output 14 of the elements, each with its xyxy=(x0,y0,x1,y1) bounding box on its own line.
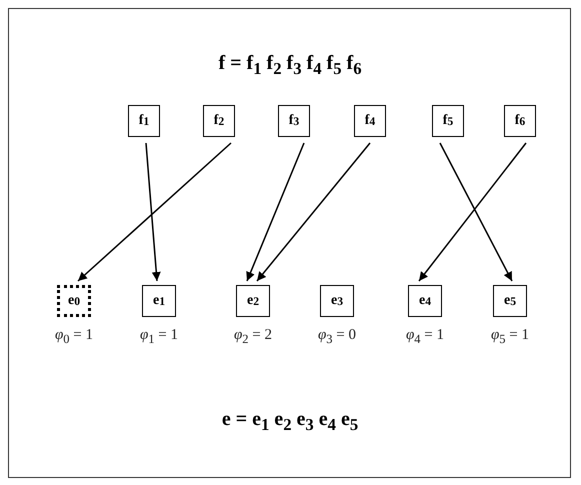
phi-value: φ$_{2}$ = 2 xyxy=(234,327,272,347)
phi-value: φ$_{0}$ = 1 xyxy=(54,327,94,347)
phi-value: φ$_{3}$ = 0 xyxy=(318,327,356,347)
phi-value: φ$_{5}$ = 1 xyxy=(490,327,530,347)
caption: e = e$_{1}$ e$_{2}$ e$_{3}$ e$_{4}$ e$_{5}$ xyxy=(222,408,358,435)
arrow xyxy=(418,142,527,282)
arrow xyxy=(439,142,513,282)
arrow xyxy=(246,142,305,282)
arrow xyxy=(78,142,232,282)
phi-value: φ$_{4}$ = 1 xyxy=(406,327,444,347)
title: f = f$_{1}$ f$_{2}$ f$_{3}$ f$_{4}$ f$_{5}$ f$_{6}$ xyxy=(218,52,362,79)
arrow xyxy=(256,142,371,282)
arrow xyxy=(145,142,161,282)
phi-value: φ$_{1}$ = 1 xyxy=(140,327,178,347)
